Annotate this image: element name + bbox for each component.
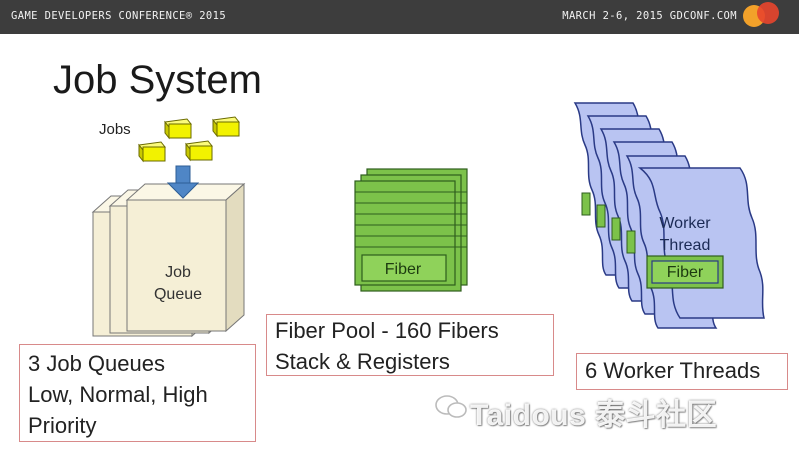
job-cube-icon	[138, 141, 166, 163]
worker-thread-label-line1: Worker	[659, 215, 711, 232]
conference-header-bar: GAME DEVELOPERS CONFERENCE® 2015 MARCH 2…	[0, 0, 799, 34]
worker-thread-label: Worker Thread	[643, 213, 727, 257]
jobs-label: Jobs	[99, 121, 131, 138]
worker-thread-label-line2: Thread	[659, 237, 711, 254]
job-queue-label: Job Queue	[138, 262, 218, 306]
fiber-pool-stack	[354, 168, 468, 292]
job-queue-stack	[91, 182, 246, 338]
wechat-icon	[435, 395, 467, 418]
conference-date-url: MARCH 2-6, 2015 GDCONF.COM	[562, 10, 737, 22]
worker-thread-stack	[573, 102, 765, 329]
job-cube-icon	[185, 140, 213, 162]
job-queues-caption-line1: 3 Job Queues	[28, 351, 165, 376]
fiber-pool-caption-line1: Fiber Pool - 160 Fibers	[275, 318, 499, 343]
worker-fiber-label: Fiber	[666, 264, 704, 281]
watermark-text: Taidous 泰斗社区	[470, 399, 718, 432]
gdc-logo-icon	[743, 2, 785, 32]
job-cube-icon	[212, 116, 240, 138]
conference-name: GAME DEVELOPERS CONFERENCE® 2015	[11, 10, 227, 22]
job-queues-caption: 3 Job Queues Low, Normal, High Priority	[19, 344, 256, 442]
job-queues-caption-line3: Priority	[28, 413, 97, 438]
fiber-pool-caption-line2: Stack & Registers	[275, 349, 450, 374]
job-queue-label-line1: Job	[165, 264, 191, 281]
down-arrow-icon	[166, 165, 200, 199]
job-queues-caption-line2: Low, Normal, High	[28, 382, 208, 407]
slide-title: Job System	[53, 58, 262, 102]
job-cube-icon	[164, 118, 192, 140]
fiber-pool-caption: Fiber Pool - 160 Fibers Stack & Register…	[266, 314, 554, 376]
worker-threads-caption: 6 Worker Threads	[576, 353, 788, 390]
fiber-label: Fiber	[384, 261, 422, 278]
job-queue-label-line2: Queue	[153, 286, 203, 303]
